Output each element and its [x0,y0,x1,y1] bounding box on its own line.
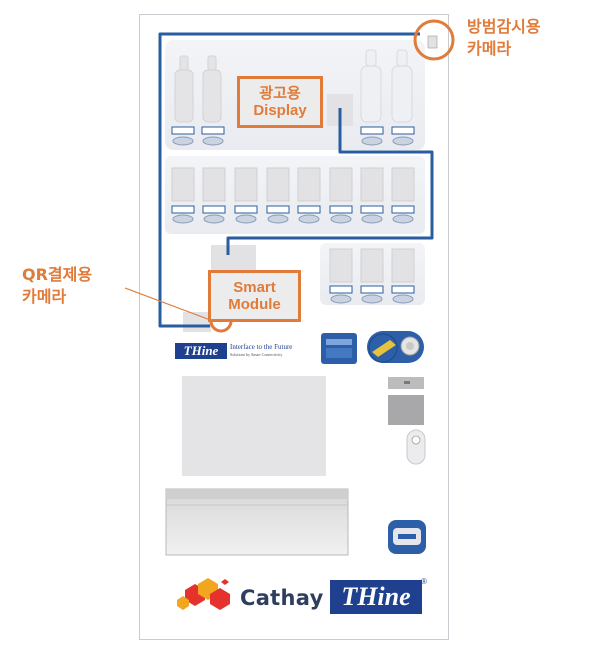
security-camera-box [427,35,438,49]
keypad-panel [388,395,424,425]
cathay-logo-mark-icon [177,578,230,610]
row3-products [329,248,415,283]
row1-price-tags [171,126,415,135]
lower-display-panel [182,376,326,476]
coin-slot-icon [367,331,424,363]
qr-camera-label-line2: 카메라 [22,286,67,306]
smart-module-housing [211,245,256,270]
registered-mark: ® [421,577,427,586]
thine-big-logo: THine [330,580,422,614]
dispense-tray [165,488,349,556]
qr-callout-pointer [124,287,214,322]
coin-return-icon [406,429,426,465]
thine-small-logo: THine [175,343,227,359]
row1-select-buttons [172,136,414,146]
smart-module-label-line2: Module [228,296,281,313]
cathay-logo-text: Cathay [240,586,324,610]
cable-right [226,108,434,255]
ad-display-callout: 광고용 Display [237,76,323,128]
security-camera-label-line1: 방범감시용 [467,17,541,36]
row3-select-buttons [330,294,414,304]
security-camera-callout-circle [413,19,455,61]
cable-left [158,32,420,328]
thine-tagline-main: Interface to the Future [230,343,293,351]
bottle-group-right [360,49,413,123]
row3-price-tags [329,285,415,294]
thine-tagline: Interface to the Future Solutions by Sma… [230,343,292,359]
row2-price-tags [171,205,415,214]
qr-camera-label-line1: QR결제용 [22,265,93,284]
security-camera-label-line2: 카메라 [467,38,512,58]
smart-module-label-line1: Smart [233,278,276,296]
bottle-group-left [174,55,222,123]
row2-products [171,167,415,202]
qr-camera-label: QR결제용 카메라 [22,264,92,307]
ad-display-label-line1: 광고용 [259,83,301,102]
security-camera-label: 방범감시용 카메라 [467,16,541,59]
row2-select-buttons [172,214,414,224]
ad-display-label-line2: Display [253,102,307,119]
change-cup-icon [388,520,426,554]
thine-tagline-sub: Solutions by Smart Connectivity [230,352,283,357]
shelf-row-2 [165,156,425,234]
smart-module-callout: Smart Module [208,270,301,322]
bill-acceptor-icon [321,333,357,364]
